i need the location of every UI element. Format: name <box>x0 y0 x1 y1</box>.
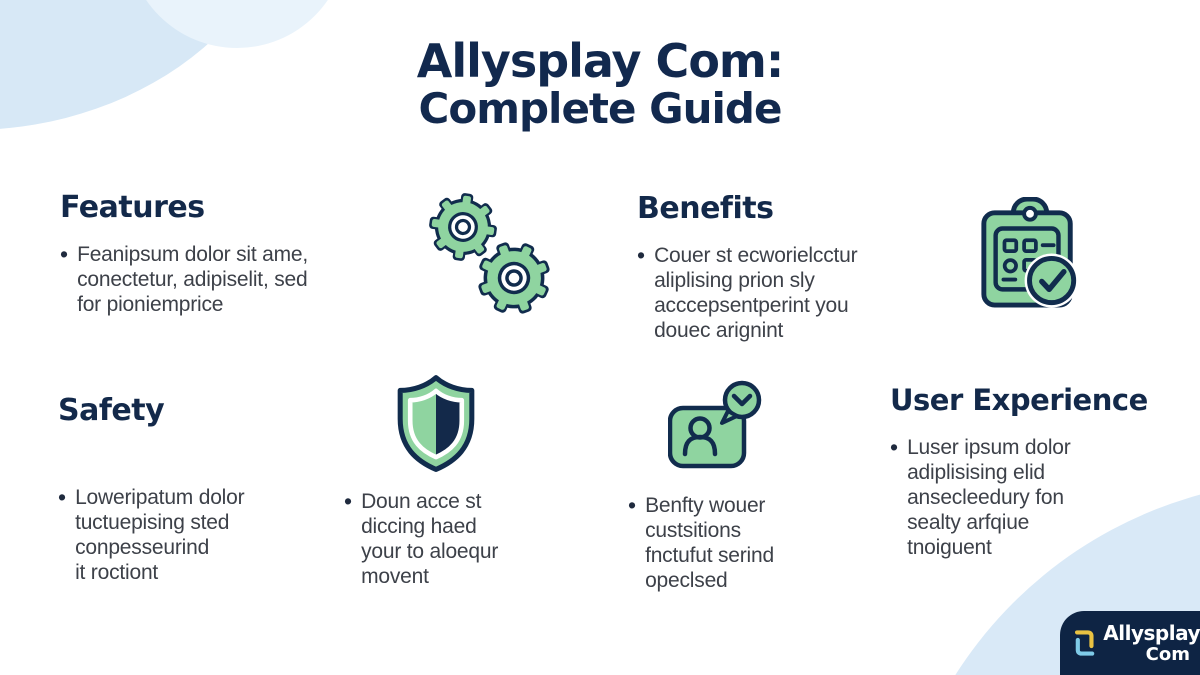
bullet-dot: • <box>60 240 69 267</box>
safety-bullet-item: • Loweripatum dolor tuctuepising sted co… <box>58 483 358 585</box>
benefits-bullet-item: • Couer st ecworielcctur aliplising prio… <box>637 241 947 343</box>
customer-chat-icon <box>667 377 765 469</box>
bullet-dot: • <box>344 488 353 514</box>
gear-large <box>465 229 560 317</box>
section-safety: Safety • Loweripatum dolor tuctuepising … <box>58 393 358 585</box>
features-text: Feanipsum dolor sit ame, conectetur, adi… <box>77 242 309 316</box>
section-user-experience: User Experience • Luser ipsum dolor adip… <box>890 383 1190 560</box>
item-shield: • Doun acce st diccing haed your to aloe… <box>344 373 544 589</box>
benefits-heading: Benefits <box>637 191 774 226</box>
support-text: Benfty wouer custsitions fnctufut serind… <box>645 494 774 592</box>
user-experience-bullet-item: • Luser ipsum dolor adiplisising elid an… <box>890 435 1190 560</box>
bullet-dot: • <box>628 492 637 518</box>
shield-icon <box>397 375 475 472</box>
shield-text: Doun acce st diccing haed your to aloequ… <box>361 490 499 588</box>
shield-bullet-item: • Doun acce st diccing haed your to aloe… <box>344 489 544 589</box>
brand-name-line2: Com <box>1145 643 1190 665</box>
page-title-line1: Allysplay Com: <box>416 34 785 88</box>
brand-logo-text: Allysplay Com <box>1103 623 1200 664</box>
brand-chain-icon <box>1074 630 1095 656</box>
bullet-dot: • <box>890 434 899 461</box>
bullet-dot: • <box>58 483 67 510</box>
page-title-line2: Complete Guide <box>418 83 783 133</box>
brand-logo-card: Allysplay Com <box>1060 611 1200 675</box>
bullet-dot: • <box>637 241 646 268</box>
section-benefits: Benefits • Couer st ecworielcctur alipli… <box>637 191 947 343</box>
gears-icon <box>424 188 560 317</box>
user-experience-text: Luser ipsum dolor adiplisising elid anse… <box>907 436 1071 560</box>
clipboard-checklist-icon <box>981 197 1079 308</box>
safety-text: Loweripatum dolor tuctuepising sted conp… <box>75 485 245 584</box>
gear-small <box>424 188 502 266</box>
benefits-text: Couer st ecworielcctur aliplising prion … <box>654 243 858 342</box>
item-support: • Benfty wouer custsitions fnctufut seri… <box>628 377 828 593</box>
support-bullet-item: • Benfty wouer custsitions fnctufut seri… <box>628 493 828 593</box>
page-title: Allysplay Com: Complete Guide <box>0 36 1200 131</box>
features-heading: Features <box>60 190 205 225</box>
safety-heading: Safety <box>58 393 165 428</box>
brand-name-line1: Allysplay <box>1103 620 1200 645</box>
section-features: Features • Feanipsum dolor sit ame, cone… <box>60 190 390 317</box>
user-experience-heading: User Experience <box>890 383 1148 417</box>
features-bullet-item: • Feanipsum dolor sit ame, conectetur, a… <box>60 240 390 317</box>
